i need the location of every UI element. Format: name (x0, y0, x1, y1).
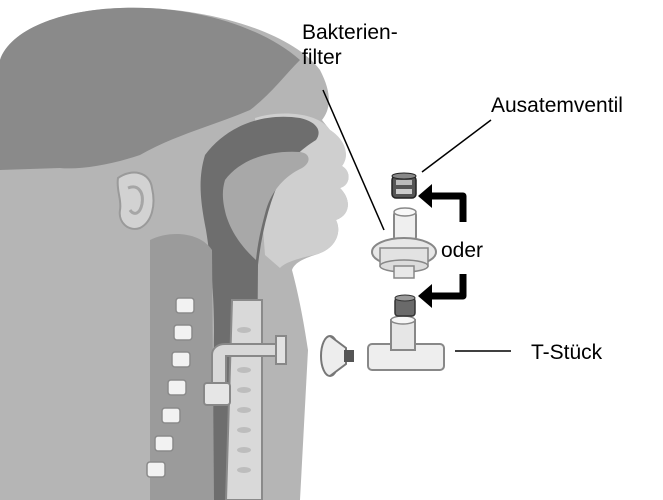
bacterial-filter-label-line1: Bakterien- (302, 20, 398, 45)
exhalation-valve-icon (392, 173, 416, 198)
or-label: oder (441, 238, 483, 263)
bacterial-filter-icon (372, 208, 436, 278)
bacterial-filter-label: Bakterien- filter (302, 20, 398, 70)
arrow-top-icon (418, 184, 463, 222)
adapter-icon (395, 295, 415, 316)
arrow-bottom-icon (418, 274, 463, 308)
t-piece-icon (368, 316, 444, 370)
bacterial-filter-label-line2: filter (302, 45, 398, 70)
connector-icon (321, 336, 354, 376)
exhalation-valve-label: Ausatemventil (491, 93, 623, 118)
t-piece-label: T-Stück (531, 340, 602, 365)
